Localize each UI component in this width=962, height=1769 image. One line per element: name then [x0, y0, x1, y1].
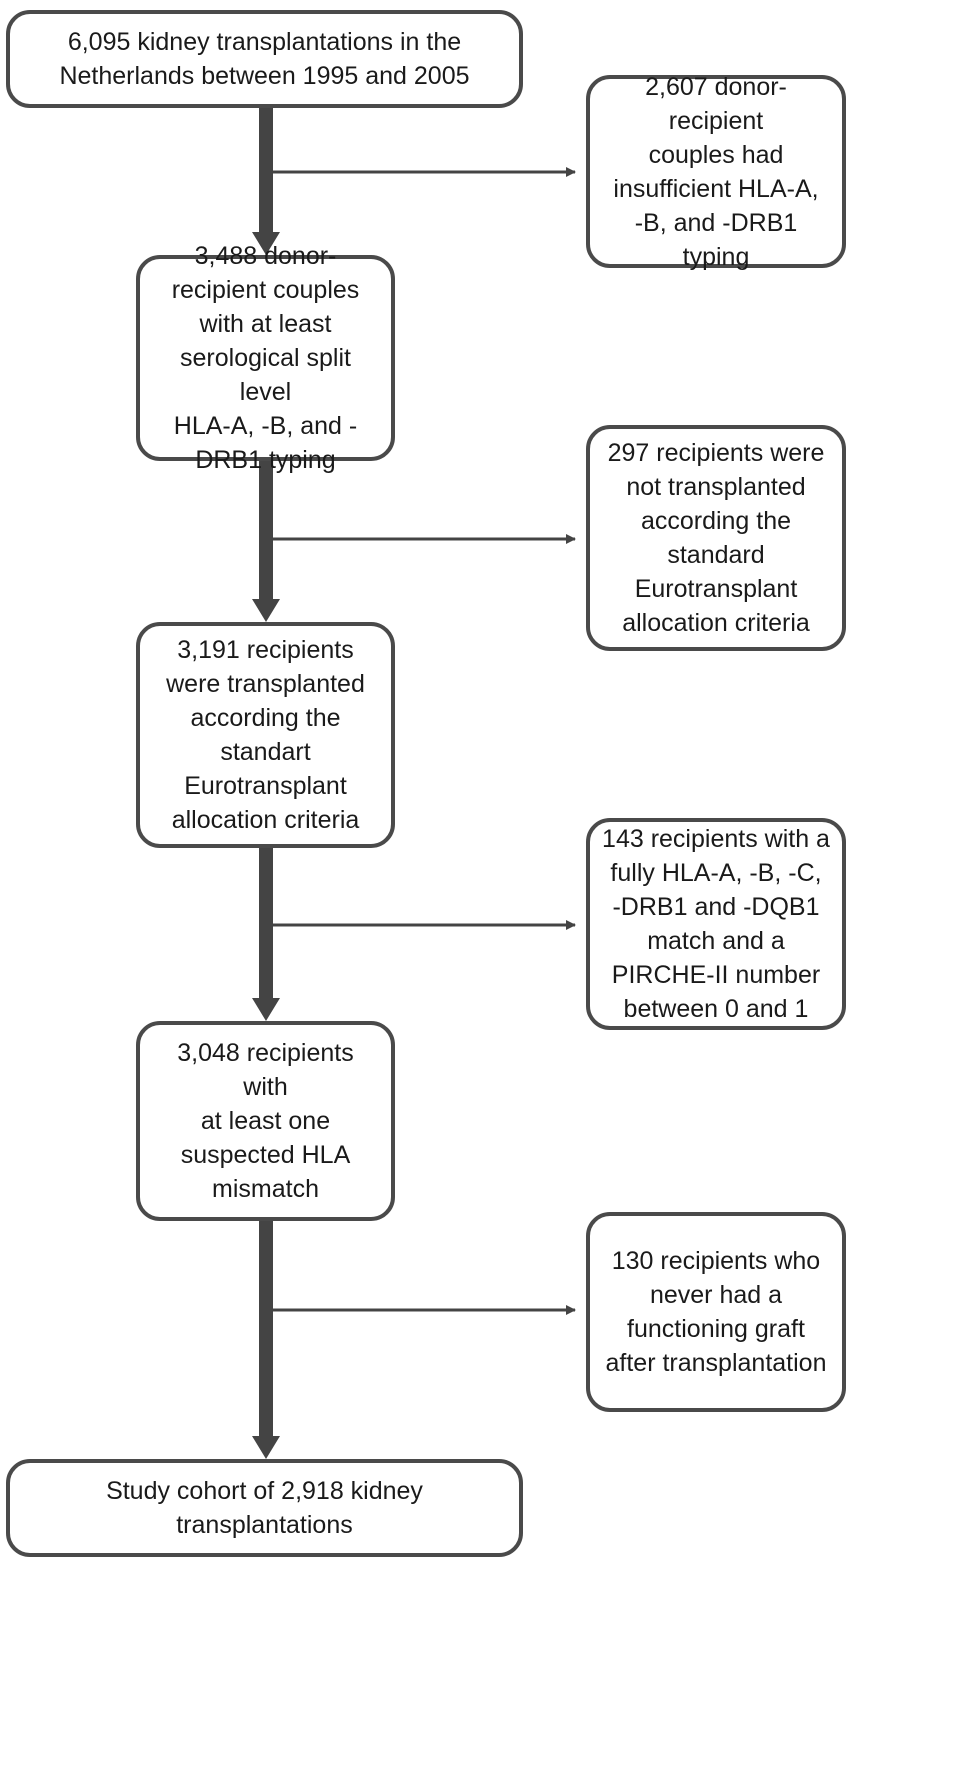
exclusion-box-4: 130 recipients who never had a functioni… — [586, 1212, 846, 1412]
exclusion-arrows — [266, 167, 576, 1315]
exclusion-box-2: 297 recipients were not transplanted acc… — [586, 425, 846, 651]
step-box-4: 3,048 recipients with at least one suspe… — [136, 1021, 395, 1221]
start-box: 6,095 kidney transplantations in the Net… — [6, 10, 523, 108]
exclusion-box-3: 143 recipients with a fully HLA-A, -B, -… — [586, 818, 846, 1030]
exclusion-box-1: 2,607 donor-recipient couples had insuff… — [586, 73, 846, 271]
step-box-3: 3,191 recipients were transplanted accor… — [136, 622, 395, 848]
step-box-2: 3,488 donor- recipient couples with at l… — [136, 242, 395, 474]
end-box: Study cohort of 2,918 kidney transplanta… — [6, 1459, 523, 1557]
